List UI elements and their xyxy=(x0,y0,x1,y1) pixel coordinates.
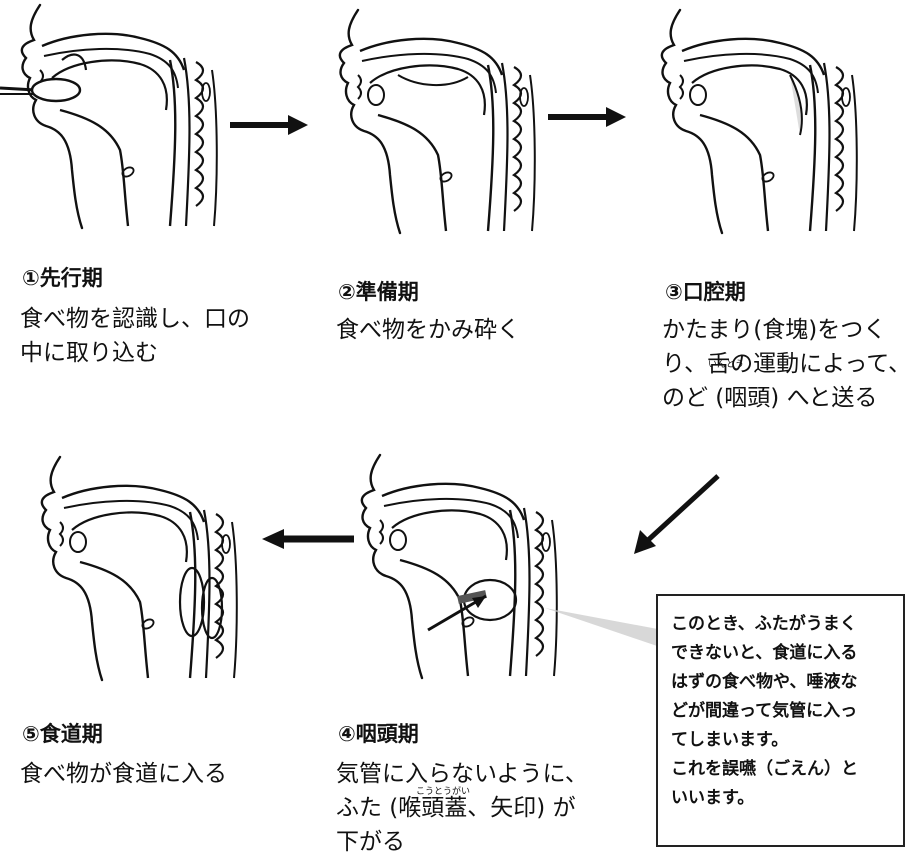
stage-desc-pharyngeal: 気管に入らないように、 ふた (喉頭蓋、矢印) が 下がる xyxy=(336,757,588,859)
stage-title-esophageal: ⑤食道期 xyxy=(22,722,103,746)
stage-title-oral: ③口腔期 xyxy=(665,280,746,304)
arrow-left-icon xyxy=(262,527,354,551)
figure-esophageal-stage xyxy=(20,452,265,692)
arrow-right-icon xyxy=(230,113,310,137)
stage-title-prior: ①先行期 xyxy=(22,266,103,290)
stage-desc-preparatory: 食べ物をかみ砕く xyxy=(336,313,520,347)
note-leader-icon xyxy=(545,590,665,650)
arrow-right-icon xyxy=(548,105,628,129)
ruby-pharynx: いんとう xyxy=(708,360,744,370)
figure-oral-stage xyxy=(640,5,875,240)
stage-desc-esophageal: 食べ物が食道に入る xyxy=(20,757,227,791)
stage-desc-prior: 食べ物を認識し、口の 中に取り込む xyxy=(20,302,250,370)
figure-preparatory-stage xyxy=(318,5,548,240)
stage-title-preparatory: ②準備期 xyxy=(338,280,419,304)
figure-pharyngeal-stage xyxy=(340,450,585,700)
aspiration-note: このとき、ふたがうまく できないと、食道に入る はずの食べ物や、唾液な どが間違… xyxy=(656,594,905,847)
ruby-epiglottis: こうとうがい xyxy=(416,787,470,797)
arrow-down-left-icon xyxy=(626,470,726,560)
figure-prior-stage xyxy=(0,0,230,235)
stage-desc-oral: かたまり(食塊)をつく り、舌の運動によって、 のど (咽頭) へと送る xyxy=(662,313,911,415)
stage-title-pharyngeal: ④咽頭期 xyxy=(338,722,419,746)
